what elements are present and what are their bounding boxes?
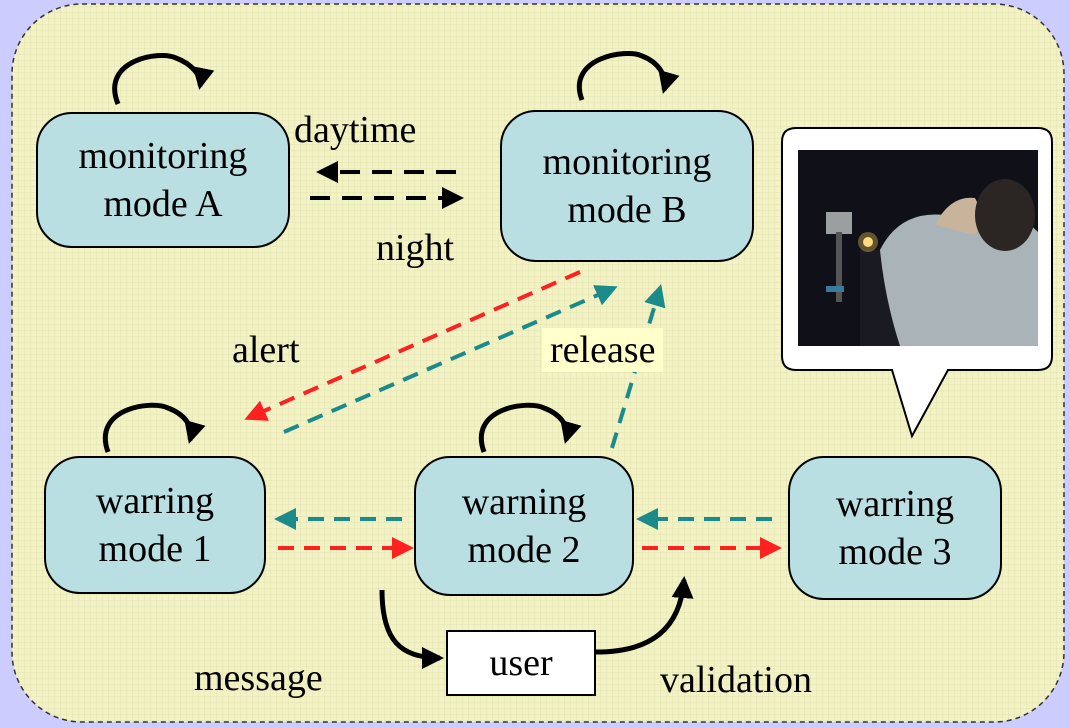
self-loop-monitoring-b bbox=[577, 51, 680, 101]
node-warning-mode-2: warning mode 2 bbox=[414, 456, 634, 596]
arrow-message bbox=[379, 589, 444, 669]
label-night: night bbox=[376, 227, 455, 269]
arrow-alert bbox=[244, 270, 581, 421]
label-alert: alert bbox=[232, 329, 300, 371]
node-label-line2: mode 2 bbox=[467, 529, 581, 571]
label-message: message bbox=[194, 657, 323, 699]
node-monitoring-mode-a: monitoring mode A bbox=[36, 112, 290, 248]
node-label-line2: mode A bbox=[103, 183, 223, 225]
node-user: user bbox=[446, 630, 596, 696]
self-loop-warning-2 bbox=[479, 402, 582, 453]
node-label-line1: warning bbox=[461, 481, 587, 523]
node-warning-mode-1: warring mode 1 bbox=[44, 456, 266, 594]
node-label-line1: monitoring bbox=[542, 141, 712, 183]
arrow-release-1 bbox=[283, 285, 618, 434]
node-label-line2: mode B bbox=[567, 189, 687, 231]
node-warning-mode-3: warring mode 3 bbox=[788, 456, 1002, 600]
node-monitoring-mode-b: monitoring mode B bbox=[500, 110, 754, 262]
node-label-line1: monitoring bbox=[78, 135, 248, 177]
label-validation: validation bbox=[660, 659, 812, 701]
node-label-line1: warring bbox=[835, 483, 955, 525]
node-label-line2: mode 1 bbox=[98, 528, 212, 570]
photo-night-observer bbox=[798, 150, 1038, 346]
self-loop-monitoring-a bbox=[112, 53, 215, 105]
label-release: release bbox=[542, 328, 664, 372]
node-label-line2: mode 3 bbox=[838, 531, 952, 573]
self-loop-warning-1 bbox=[103, 402, 206, 453]
node-label-line1: warring bbox=[95, 480, 215, 522]
label-daytime: daytime bbox=[294, 109, 417, 151]
arrow-validation bbox=[595, 576, 694, 655]
